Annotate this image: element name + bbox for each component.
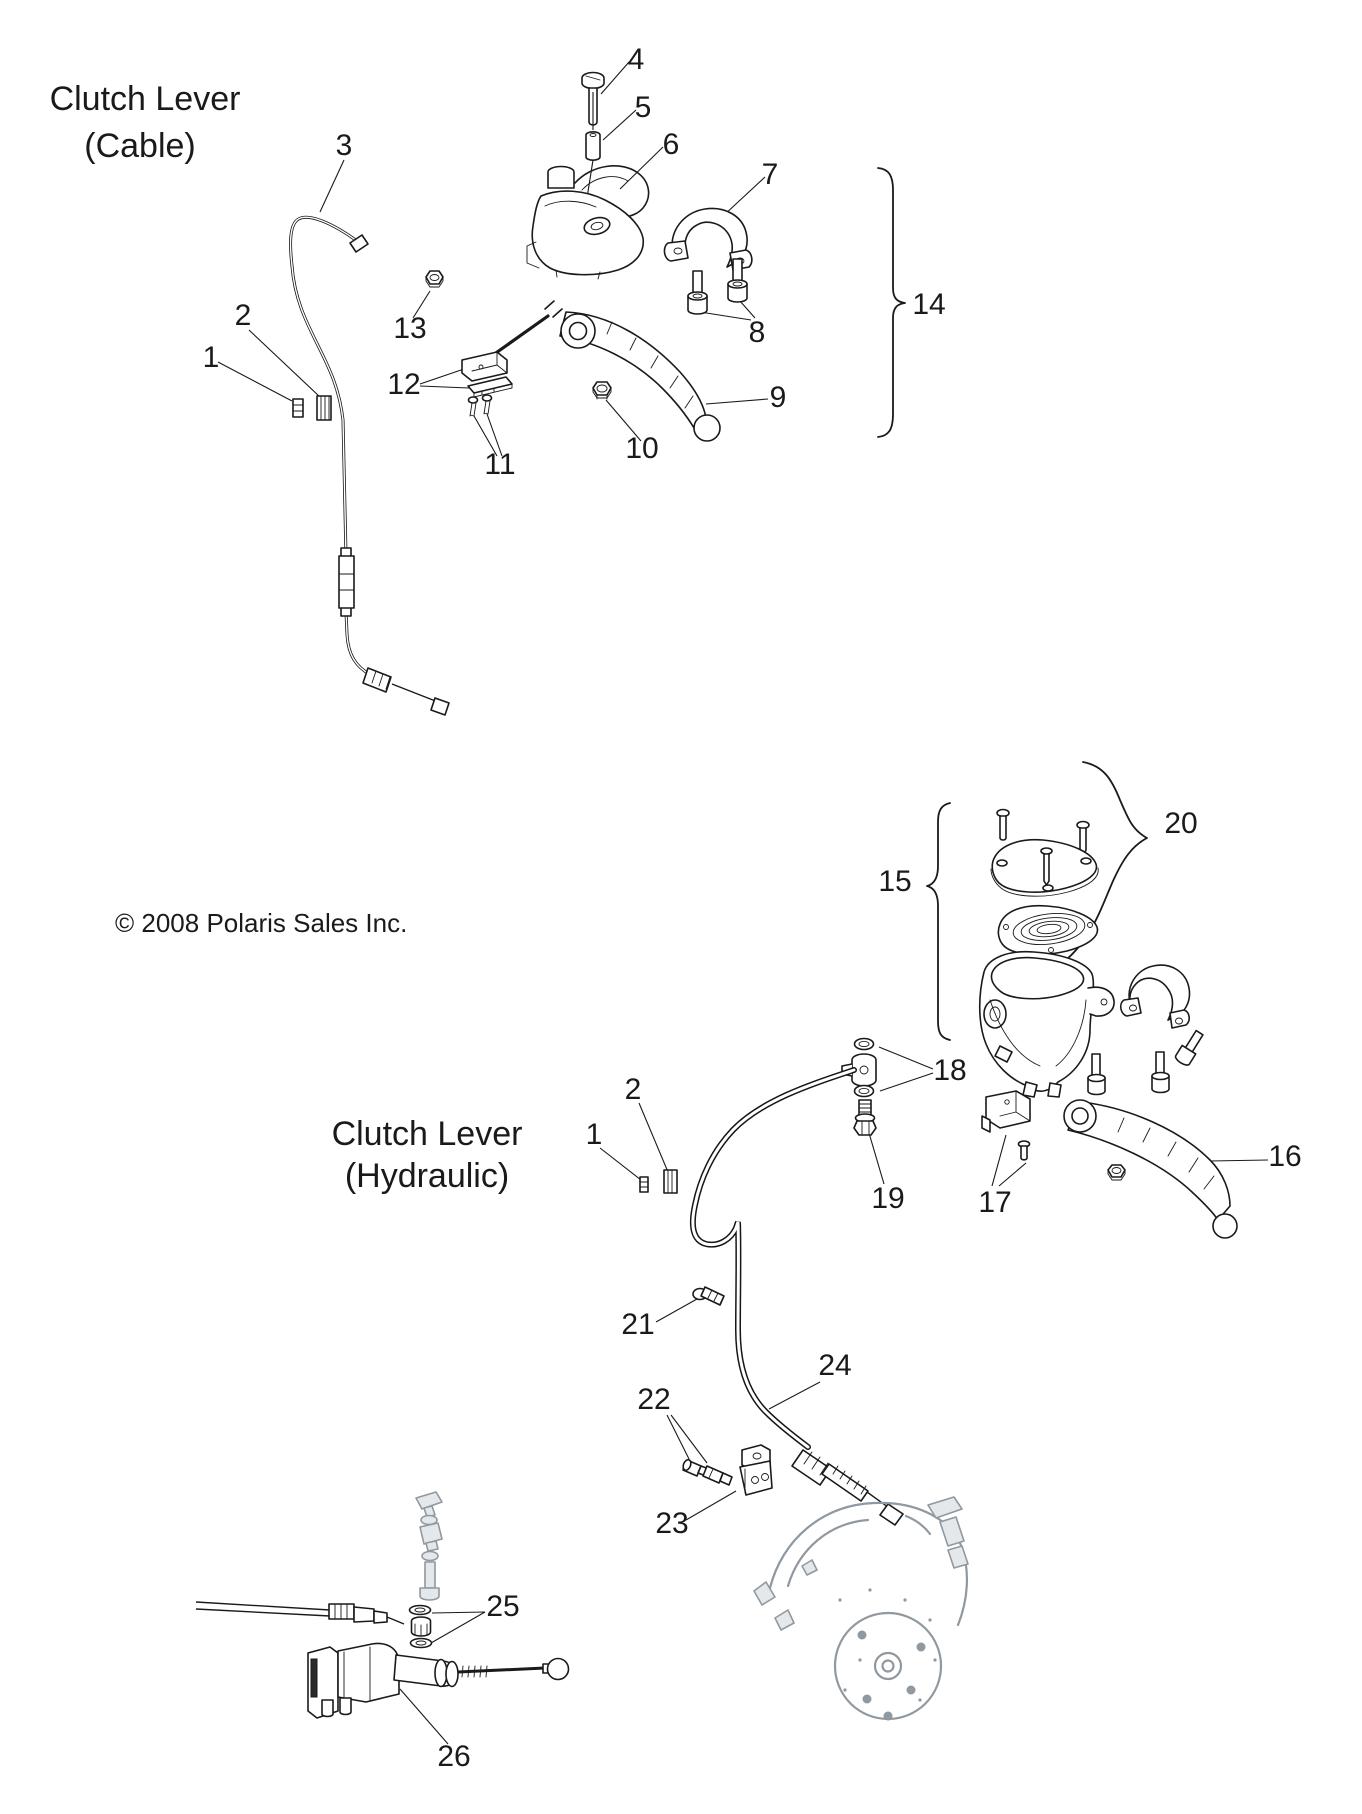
callout-8: 8 <box>749 316 766 349</box>
banjo-bolt-stack-grayed <box>415 1491 443 1601</box>
hydraulic-handlebar-clamp <box>1128 964 1191 1021</box>
callout-1-cable: 1 <box>203 341 220 374</box>
callout-1-hydraulic: 1 <box>586 1118 603 1151</box>
callout-20: 20 <box>1164 807 1197 840</box>
part-23-hose-bracket <box>739 1444 773 1496</box>
brace-14 <box>877 167 906 438</box>
callout-21: 21 <box>621 1308 654 1341</box>
callout-6: 6 <box>663 128 680 161</box>
part-18-banjo-seals <box>841 1037 877 1098</box>
callout-11: 11 <box>484 448 515 481</box>
hydraulic-leader-lines <box>399 1046 1269 1745</box>
part-1-cable-clip <box>292 398 304 418</box>
brace-15 <box>926 802 951 1041</box>
part-17-interlock-switch <box>981 1090 1031 1161</box>
part-13-adjuster-nut <box>425 270 444 288</box>
part-8-clamp-bolts <box>687 258 748 315</box>
callout-14: 14 <box>912 288 945 321</box>
part-3-clutch-cable <box>289 215 450 716</box>
hydraulic-section-title-line1: Clutch Lever <box>332 1115 523 1153</box>
part-19-banjo-fitting <box>853 1099 877 1136</box>
callout-9: 9 <box>770 381 787 414</box>
callout-18: 18 <box>933 1054 966 1087</box>
callout-4: 4 <box>628 43 645 76</box>
part-16-clutch-lever-hydraulic <box>1063 1099 1238 1239</box>
callout-25: 25 <box>486 1590 519 1623</box>
cable-section-title-line1: Clutch Lever <box>50 80 241 118</box>
part-1-hose-clip <box>639 1176 649 1193</box>
callout-16: 16 <box>1268 1140 1301 1173</box>
callout-5: 5 <box>635 91 652 124</box>
callout-12: 12 <box>387 368 420 401</box>
part-5-pivot-bushing <box>585 131 601 161</box>
callout-3: 3 <box>336 129 353 162</box>
callout-22: 22 <box>637 1383 670 1416</box>
part-22-fittings <box>682 1458 733 1486</box>
callout-15: 15 <box>878 865 911 898</box>
cable-leader-lines <box>217 61 769 457</box>
hydraulic-section-title-line2: (Hydraulic) <box>345 1157 509 1195</box>
cable-section: Clutch Lever (Cable) <box>50 43 946 716</box>
part-4-pivot-bolt <box>581 71 605 199</box>
callout-2-cable: 2 <box>235 299 252 332</box>
callout-23: 23 <box>655 1507 688 1540</box>
part-26-slave-cylinder <box>307 1642 570 1719</box>
part-10-lever-nut <box>592 381 612 400</box>
callout-10: 10 <box>625 432 658 465</box>
part-6-lever-perch <box>526 165 650 280</box>
part-12-interlock-switch <box>461 300 563 398</box>
callout-17: 17 <box>978 1186 1011 1219</box>
callout-7: 7 <box>762 158 779 191</box>
part-2-cable-clamp <box>316 395 332 421</box>
callout-2-hydraulic: 2 <box>625 1073 642 1106</box>
copyright-text: © 2008 Polaris Sales Inc. <box>115 908 407 938</box>
cable-section-title-line2: (Cable) <box>84 127 195 165</box>
callout-26: 26 <box>437 1740 470 1773</box>
callout-24: 24 <box>818 1349 851 1382</box>
callout-19: 19 <box>871 1182 904 1215</box>
hydraulic-line <box>195 1601 405 1625</box>
part-21-hose-clamp-screw <box>692 1286 725 1306</box>
part-25-washers <box>408 1604 433 1649</box>
flywheel-bolt-dots <box>838 1588 937 1721</box>
part-9-clutch-lever <box>559 311 721 442</box>
hydraulic-section: Clutch Lever (Hydraulic) <box>195 761 1302 1773</box>
part-2-hose-clamp <box>663 1169 678 1194</box>
engine-cover-reference <box>753 1496 969 1721</box>
part-11-switch-screws <box>467 394 493 417</box>
part-24-hydraulic-hose <box>689 1067 904 1526</box>
brace-20 <box>1058 761 1148 967</box>
callout-13: 13 <box>393 312 426 345</box>
part-15-master-cylinder-assembly <box>978 808 1204 1098</box>
